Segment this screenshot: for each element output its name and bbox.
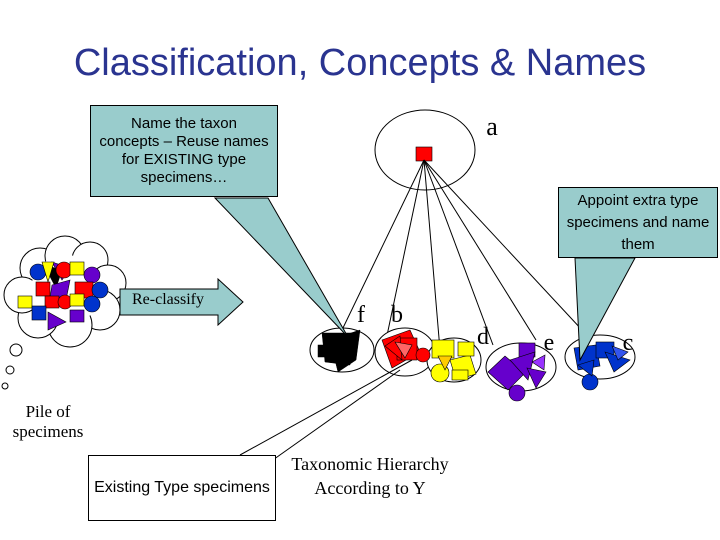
callout-name-taxon-text: Name the taxon concepts – Reuse names fo… [99,115,269,186]
hierarchy-lines [341,159,597,351]
taxon-label-d: d [477,324,489,350]
callout-appoint-type-text: Appoint extra type specimens and name th… [566,191,710,253]
reclassify-arrow [119,277,244,327]
hierarchy-link-line [239,359,413,456]
taxon-label-b: b [391,302,403,328]
reclassify-label: Re-classify [132,291,204,308]
hierarchy-label: Taxonomic Hierarchy According to Y [291,454,449,498]
existing-type-label: Existing Type specimens [94,479,270,496]
pile-thought-cloud [1,235,127,390]
taxon-d-specimens [430,339,477,383]
taxon-label-f: f [357,302,365,328]
callout-appoint-type: Appoint extra type specimens and name th… [558,187,718,258]
taxon-label-a: a [486,112,498,141]
taxon-b-specimens [381,329,431,369]
pile-label: Pile of specimens [12,402,84,441]
slide-title: Classification, Concepts & Names [73,42,647,84]
existing-type-box: Existing Type specimens [88,455,276,521]
callout-name-taxon: Name the taxon concepts – Reuse names fo… [90,105,278,197]
taxon-a-type-specimen [415,146,433,162]
existing-type-link-line [269,369,401,463]
callout-appoint-pointer [574,257,636,362]
callout-name-pointer [213,197,349,338]
taxon-label-c: c [622,330,634,356]
taxon-e-specimens [487,342,547,402]
taxon-label-e: e [543,330,555,356]
taxon-f-specimens [317,329,361,373]
pile-specimens [17,261,109,331]
